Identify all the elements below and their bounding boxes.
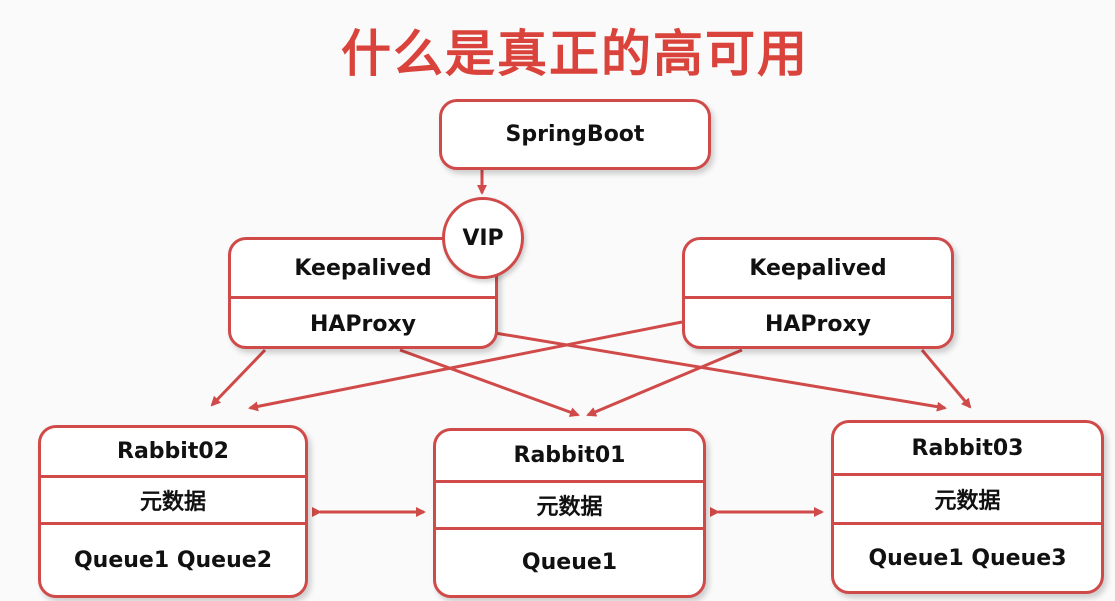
keepalived-right-label: Keepalived (749, 255, 887, 281)
rabbit02-queues: Queue1 Queue2 (41, 522, 305, 595)
vip-circle: VIP (442, 197, 524, 279)
rabbit01-metadata: 元数据 (436, 480, 703, 527)
arrow-right-haproxy-to-rabbit02 (248, 320, 683, 412)
haproxy-left-label: HAProxy (231, 296, 495, 346)
arrow-left-haproxy-to-rabbit01 (399, 348, 580, 417)
haproxy-right-label: HAProxy (685, 296, 951, 346)
keepalived-left-label: Keepalived (294, 255, 432, 281)
springboot-box: SpringBoot (439, 99, 711, 170)
keepalived-left-box: Keepalived HAProxy (228, 237, 498, 349)
rabbit03-metadata: 元数据 (834, 473, 1101, 522)
rabbit02-name: Rabbit02 (117, 439, 229, 464)
rabbit01-queues: Queue1 (436, 527, 703, 595)
rabbit03-box: Rabbit03 元数据 Queue1 Queue3 (831, 420, 1104, 594)
rabbit03-queues: Queue1 Queue3 (834, 522, 1101, 591)
rabbit01-box: Rabbit01 元数据 Queue1 (433, 428, 706, 598)
page-title: 什么是真正的高可用 (341, 25, 809, 83)
rabbit03-name: Rabbit03 (911, 435, 1024, 461)
arrow-right-haproxy-to-rabbit03 (920, 349, 972, 409)
arrow-right-haproxy-to-rabbit01 (586, 348, 743, 417)
rabbit01-name: Rabbit01 (513, 443, 626, 468)
springboot-label: SpringBoot (505, 122, 645, 147)
arrow-left-haproxy-to-rabbit02 (210, 348, 267, 407)
keepalived-right-box: Keepalived HAProxy (682, 237, 954, 349)
rabbit02-metadata: 元数据 (41, 475, 305, 522)
rabbit02-box: Rabbit02 元数据 Queue1 Queue2 (38, 425, 308, 598)
